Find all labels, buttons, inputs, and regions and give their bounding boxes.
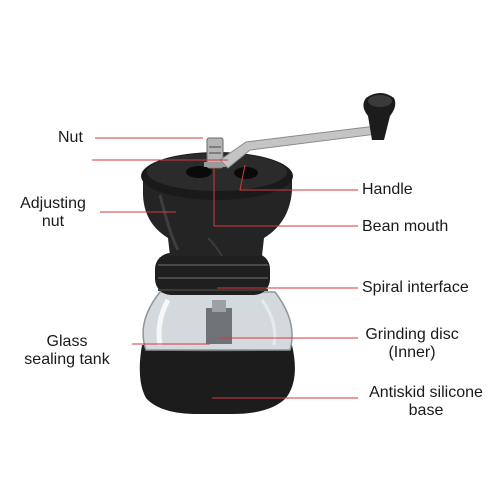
bean-mouth-shape (186, 166, 212, 178)
leader-bean-mouth (213, 168, 358, 227)
label-bean-mouth: Bean mouth (362, 218, 449, 235)
label-handle: Handle (362, 181, 413, 198)
label-grinding-disc: Grinding disc (Inner) (365, 326, 459, 361)
antiskid-base-shape (139, 345, 295, 414)
leader-lines (92, 137, 358, 399)
label-antiskid-base: Antiskid silicone base (369, 384, 483, 419)
label-adjusting-nut: Adjusting nut (20, 195, 86, 230)
label-glass-tank: Glass sealing tank (24, 333, 110, 368)
spiral-interface-shape (155, 253, 270, 295)
label-spiral-interface: Spiral interface (362, 279, 469, 296)
coffee-grinder-icon (139, 93, 396, 414)
leader-handle (239, 164, 358, 191)
adjusting-nut-shape (142, 178, 292, 256)
label-nut: Nut (58, 129, 83, 146)
